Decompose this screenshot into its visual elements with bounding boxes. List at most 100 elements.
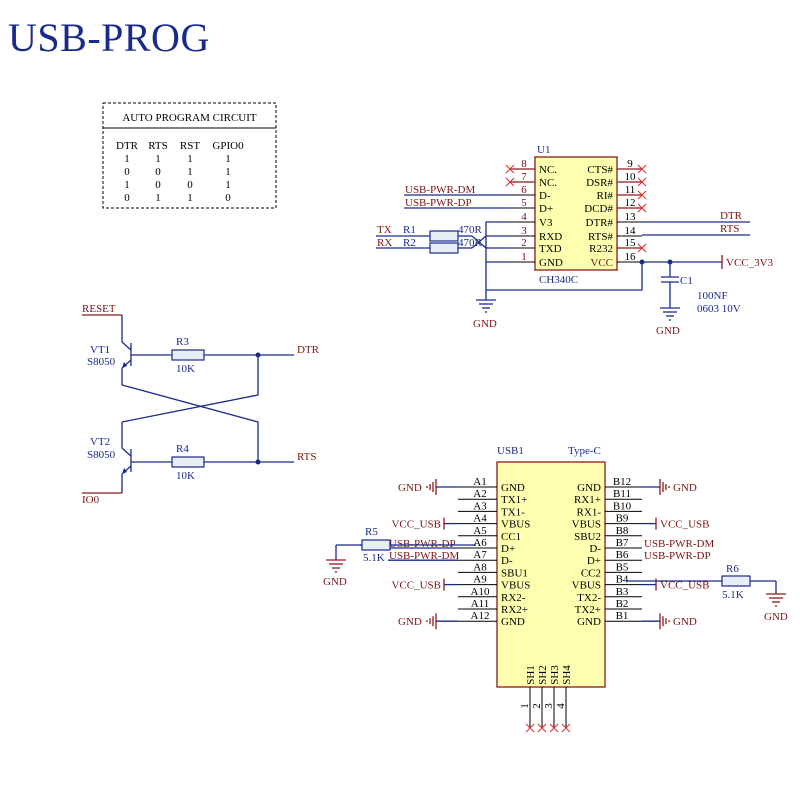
vt1-part: S8050 xyxy=(87,356,116,368)
usb-pin-number: B1 xyxy=(616,610,629,622)
r5-value: 5.1K xyxy=(363,552,385,564)
r6-ref: R6 xyxy=(726,563,739,575)
usb-data-net: USB-PWR-DM xyxy=(389,550,460,562)
usb-data-net: USB-PWR-DP xyxy=(389,538,456,550)
no-connect-icon xyxy=(549,723,559,733)
r5-ref: R5 xyxy=(365,526,378,538)
usb-pin-name: RX2- xyxy=(501,592,526,604)
usb-pin-number: B3 xyxy=(616,586,629,598)
usb-pin-name: TX1- xyxy=(501,506,525,518)
usb-pin-name: D- xyxy=(589,543,601,555)
ch340-pin-number: 2 xyxy=(521,237,527,249)
usb-pin-number: A12 xyxy=(471,610,490,622)
truth-table-cell: 1 xyxy=(225,179,231,191)
usb-gnd-net: GND xyxy=(673,482,697,494)
usb-pin-name: SBU2 xyxy=(574,531,601,543)
usb-pin-number: B2 xyxy=(616,598,629,610)
usb-data-net: USB-PWR-DM xyxy=(644,538,715,550)
no-connect-icon xyxy=(637,243,647,253)
usb-pin-number: A5 xyxy=(473,525,487,537)
usb-pin-name: TX1+ xyxy=(501,494,527,506)
usb-shield-pin-number: 2 xyxy=(531,703,543,709)
ch340-pin-name: R232 xyxy=(589,243,613,255)
c1-package: 0603 10V xyxy=(697,303,741,315)
usb-pin-number: A6 xyxy=(473,537,487,549)
truth-table-cell: 0 xyxy=(155,179,161,191)
vt2-ref: VT2 xyxy=(90,436,110,448)
r5-resistor xyxy=(361,539,391,551)
rts-net-label: RTS xyxy=(297,451,317,463)
usb-pin-number: A3 xyxy=(473,500,487,512)
usb-pin-number: A2 xyxy=(473,488,486,500)
r3-resistor xyxy=(171,349,205,361)
ch340-pin-number: 7 xyxy=(521,171,527,183)
no-connect-icon xyxy=(637,164,647,174)
ch340-pin-number: 3 xyxy=(521,225,527,237)
usb-pin-number: B7 xyxy=(616,537,629,549)
c1-value: 100NF xyxy=(697,290,728,302)
ch340-dtr-net: DTR xyxy=(720,210,743,222)
no-connect-icon xyxy=(505,177,515,187)
usb-shield-pin-name: SH1 xyxy=(525,665,537,685)
ch340-pin-name: TXD xyxy=(539,243,562,255)
usb-pin-number: A1 xyxy=(473,476,486,488)
ch340-net-dm: USB-PWR-DM xyxy=(405,184,476,196)
ch340-pin-number: 10 xyxy=(625,171,637,183)
r3-value: 10K xyxy=(176,363,195,375)
truth-table-cell: 1 xyxy=(187,192,193,204)
ch340-pin-name: D+ xyxy=(539,203,553,215)
usb-pin-number: A9 xyxy=(473,574,487,586)
usb-pin-name: VBUS xyxy=(572,580,601,592)
truth-table-col-header: RST xyxy=(180,140,200,152)
ch340-pin-name: VCC xyxy=(590,257,613,269)
usb-shield-pin-name: SH4 xyxy=(561,665,573,685)
ch340-pin-name: DTR# xyxy=(586,217,614,229)
ground-icon xyxy=(426,479,437,495)
r1-ref: R1 xyxy=(403,224,416,236)
truth-table-cell: 0 xyxy=(225,192,231,204)
usb-body xyxy=(496,461,606,688)
ch340-pin-name: NC. xyxy=(539,164,557,176)
usb-gnd-net: GND xyxy=(398,616,422,628)
usb-pin-number: A8 xyxy=(473,561,487,573)
ground-icon xyxy=(659,613,670,630)
ch340-pin-number: 12 xyxy=(625,197,636,209)
usb-shield-pin-number: 3 xyxy=(543,703,555,709)
truth-table-cell: 1 xyxy=(225,166,231,178)
truth-table-cell: 0 xyxy=(187,179,193,191)
truth-table-cell: 1 xyxy=(187,166,193,178)
usb-pin-name: RX1+ xyxy=(574,494,601,506)
r6-resistor xyxy=(721,575,751,587)
truth-table-cell: 0 xyxy=(124,166,130,178)
truth-table-cell: 1 xyxy=(187,153,193,165)
usb-pin-number: B9 xyxy=(616,513,629,525)
ch340-pin-name: RI# xyxy=(597,190,614,202)
no-connect-icon xyxy=(637,177,647,187)
ch340-pin-number: 6 xyxy=(521,184,527,196)
vcc-3v3-label: VCC_3V3 xyxy=(726,257,774,269)
c1-ref: C1 xyxy=(680,275,693,287)
usb-type: Type-C xyxy=(568,445,601,457)
truth-table-cell: 1 xyxy=(225,153,231,165)
usb-pin-number: B10 xyxy=(613,500,632,512)
usb-pin-number: A11 xyxy=(471,598,490,610)
ch340-pin-number: 4 xyxy=(521,211,527,223)
truth-table-col-header: DTR xyxy=(116,140,139,152)
ch340-pin-name: RTS# xyxy=(588,231,614,243)
ch340-pin-number: 14 xyxy=(625,225,637,237)
r4-value: 10K xyxy=(176,470,195,482)
ch340-pin-name: D- xyxy=(539,190,551,202)
usb-pin-name: VBUS xyxy=(501,580,530,592)
r4-ref: R4 xyxy=(176,443,189,455)
no-connect-icon xyxy=(561,723,571,733)
io0-net: IO0 xyxy=(82,494,100,506)
usb-data-net: USB-PWR-DP xyxy=(644,550,711,562)
usb-pin-number: A4 xyxy=(473,513,487,525)
usb-designator: USB1 xyxy=(497,445,524,457)
truth-table-col-header: RTS xyxy=(148,140,168,152)
ch340-pin-number: 1 xyxy=(521,251,527,263)
r1-resistor xyxy=(429,230,459,242)
r4-resistor xyxy=(171,456,205,468)
